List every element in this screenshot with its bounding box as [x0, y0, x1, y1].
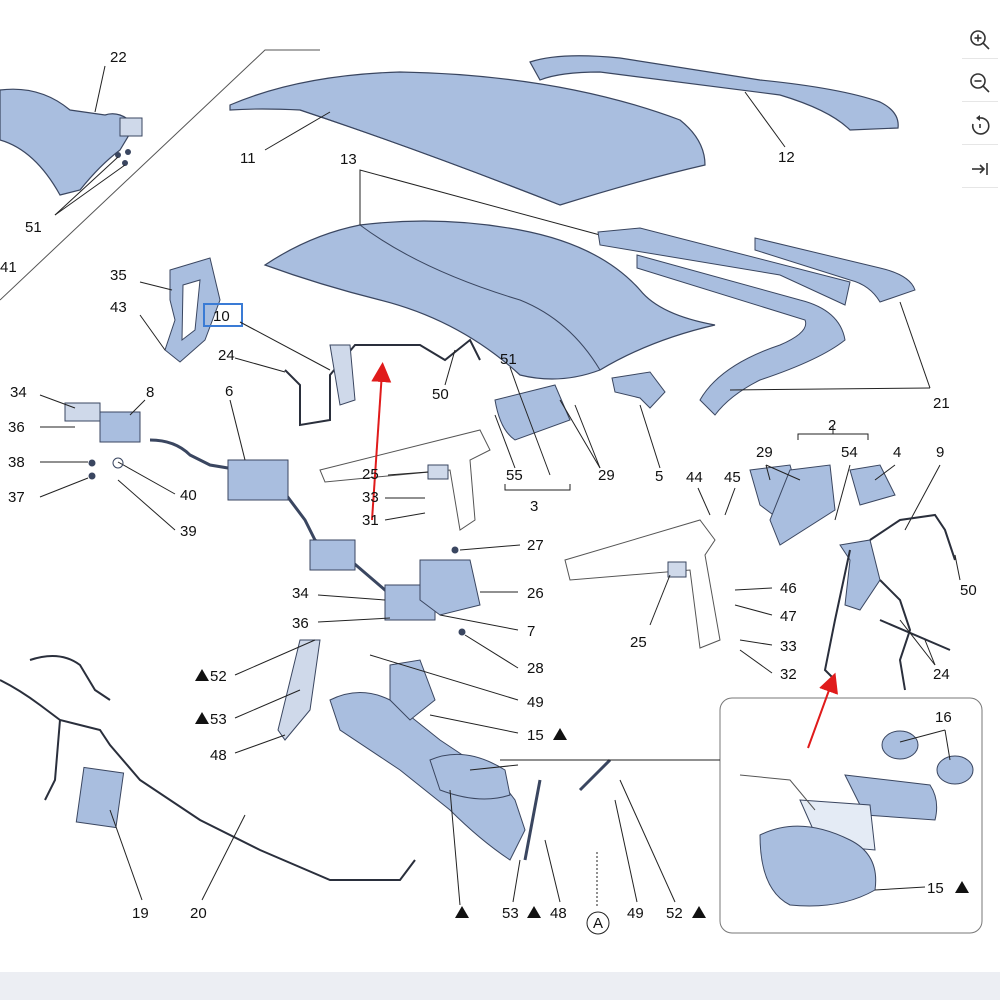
callout-34: 34 [10, 384, 27, 401]
callout-3: 3 [530, 498, 538, 515]
part-13-headliner [263, 220, 716, 380]
callout-19: 19 [132, 905, 149, 922]
collapse-panel-icon [972, 163, 988, 175]
callout-25: 25 [630, 634, 647, 651]
callout-34: 34 [292, 585, 309, 602]
callout-51: 51 [25, 219, 42, 236]
center-linkage [319, 384, 571, 531]
zoom-out-button[interactable] [962, 65, 998, 102]
red-arrow-right [807, 672, 838, 749]
callout-40: 40 [180, 487, 197, 504]
callout-49: 49 [527, 694, 544, 711]
callout-50: 50 [432, 386, 449, 403]
callout-29: 29 [598, 467, 615, 484]
callout-38: 38 [8, 454, 25, 471]
callout-33: 33 [362, 489, 379, 506]
viewer-toolbar [962, 22, 1000, 194]
callout-21: 21 [933, 395, 950, 412]
callout-25: 25 [362, 466, 379, 483]
callout-27: 27 [527, 537, 544, 554]
right-linkage [564, 464, 896, 649]
callout-54: 54 [841, 444, 858, 461]
callout-49: 49 [627, 905, 644, 922]
callout-39: 39 [180, 523, 197, 540]
callout-48: 48 [210, 747, 227, 764]
callout-33: 33 [780, 638, 797, 655]
rotate-icon [971, 115, 990, 135]
callout-48: 48 [550, 905, 567, 922]
callout-53: 53 [210, 711, 227, 728]
callout-15: 15 [527, 727, 544, 744]
callout-5: 5 [655, 468, 663, 485]
callout-20: 20 [190, 905, 207, 922]
callout-35: 35 [110, 267, 127, 284]
callout-41: 41 [0, 259, 17, 276]
callout-47: 47 [780, 608, 797, 625]
callout-9: 9 [936, 444, 944, 461]
part-35-bracket [164, 257, 221, 363]
callout-55: 55 [506, 467, 523, 484]
callout-29: 29 [756, 444, 773, 461]
part-22-panel [0, 88, 143, 196]
callout-4: 4 [893, 444, 901, 461]
callout-52: 52 [210, 668, 227, 685]
callout-46: 46 [780, 580, 797, 597]
callout-50: 50 [960, 582, 977, 599]
left-mechanism [64, 402, 481, 621]
lower-assembly [277, 639, 612, 861]
rotate-button[interactable] [962, 108, 998, 145]
callout-11: 11 [240, 150, 256, 167]
callout-36: 36 [292, 615, 309, 632]
callout-7: 7 [527, 623, 535, 640]
callout-15: 15 [927, 880, 944, 897]
callout-37: 37 [8, 489, 25, 506]
callout-16: 16 [935, 709, 952, 726]
callout-51: 51 [500, 351, 517, 368]
part-12-rear-strip [529, 55, 899, 131]
callout-31: 31 [362, 512, 379, 529]
red-arrow-left [371, 362, 392, 521]
callout-43: 43 [110, 299, 127, 316]
zoom-out-icon [970, 73, 990, 93]
callout-13: 13 [340, 151, 357, 168]
callout-10: 10 [213, 308, 230, 325]
callout-A: A [593, 915, 603, 932]
triangle-markers [195, 669, 969, 918]
callout-24: 24 [933, 666, 950, 683]
callout-12: 12 [778, 149, 795, 166]
callout-28: 28 [527, 660, 544, 677]
callout-36: 36 [8, 419, 25, 436]
detail-inset [719, 697, 983, 934]
callout-6: 6 [225, 383, 233, 400]
callout-44: 44 [686, 469, 703, 486]
callout-24: 24 [218, 347, 235, 364]
highlight-box [203, 303, 243, 327]
callout-53: 53 [502, 905, 519, 922]
callout-8: 8 [146, 384, 154, 401]
callout-45: 45 [724, 469, 741, 486]
callout-2: 2 [828, 417, 836, 434]
collapse-panel-button[interactable] [962, 151, 998, 188]
part-11-roof-panel [229, 71, 706, 206]
callout-52: 52 [666, 905, 683, 922]
bottom-status-bar [0, 972, 1000, 1000]
callout-22: 22 [110, 49, 127, 66]
callout-32: 32 [780, 666, 797, 683]
callout-26: 26 [527, 585, 544, 602]
zoom-in-button[interactable] [962, 22, 998, 59]
zoom-in-icon [970, 30, 990, 50]
part-21-rails [597, 227, 916, 416]
